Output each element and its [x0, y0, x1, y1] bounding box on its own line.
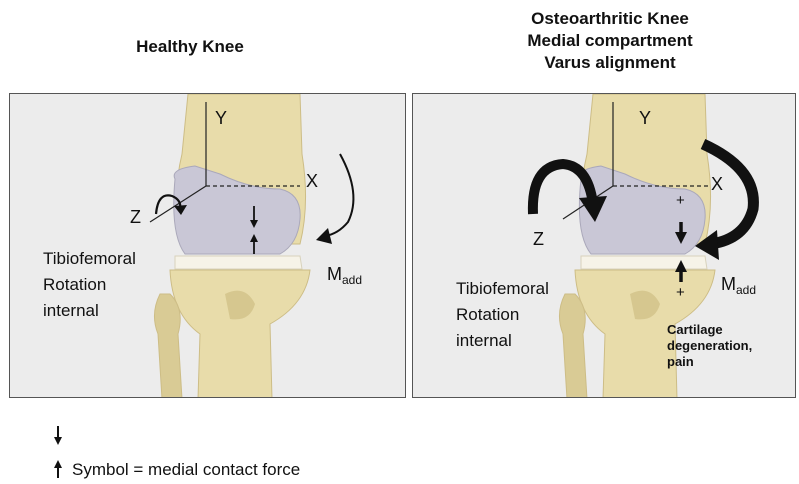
- right-rotation-line-2: Rotation: [456, 302, 549, 328]
- left-rotation-label: Tibiofemoral Rotation internal: [43, 246, 136, 324]
- cartilage-line-2: degeneration,: [667, 338, 752, 354]
- right-knee-panel: Y X Z Madd + + Tibiofemoral Rotation int…: [412, 93, 796, 398]
- left-moment-sub: add: [342, 273, 362, 287]
- left-axis-x-label: X: [306, 171, 318, 192]
- right-rotation-line-3: internal: [456, 328, 549, 354]
- right-plus-bottom: +: [676, 284, 685, 301]
- right-title-line-1: Osteoarthritic Knee: [480, 8, 740, 30]
- left-panel-title: Healthy Knee: [60, 36, 320, 58]
- legend-down-arrow-icon: [54, 426, 62, 445]
- right-panel-title: Osteoarthritic Knee Medial compartment V…: [480, 8, 740, 74]
- right-moment-label: Madd: [721, 274, 756, 297]
- right-plus-top: +: [676, 192, 685, 209]
- left-moment-label: Madd: [327, 264, 362, 287]
- right-title-line-2: Medial compartment: [480, 30, 740, 52]
- right-axis-x-label: X: [711, 174, 723, 195]
- left-knee-panel: Y X Z Madd Tibiofemoral Rotation interna…: [9, 93, 406, 398]
- cartilage-line-3: pain: [667, 354, 752, 370]
- right-axis-z-label: Z: [533, 229, 544, 250]
- left-rotation-line-2: Rotation: [43, 272, 136, 298]
- right-rotation-label: Tibiofemoral Rotation internal: [456, 276, 549, 354]
- left-rotation-line-1: Tibiofemoral: [43, 246, 136, 272]
- legend-up-arrow-icon: [54, 460, 62, 478]
- cartilage-degeneration-label: Cartilage degeneration, pain: [667, 322, 752, 370]
- right-axis-y-label: Y: [639, 108, 651, 129]
- left-axis-y-label: Y: [215, 108, 227, 129]
- right-title-line-3: Varus alignment: [480, 52, 740, 74]
- right-moment-sub: add: [736, 283, 756, 297]
- legend-text: Symbol = medial contact force: [72, 460, 300, 480]
- left-axis-z-label: Z: [130, 207, 141, 228]
- left-rotation-line-3: internal: [43, 298, 136, 324]
- cartilage-line-1: Cartilage: [667, 322, 752, 338]
- right-rotation-line-1: Tibiofemoral: [456, 276, 549, 302]
- right-moment-main: M: [721, 274, 736, 294]
- left-moment-main: M: [327, 264, 342, 284]
